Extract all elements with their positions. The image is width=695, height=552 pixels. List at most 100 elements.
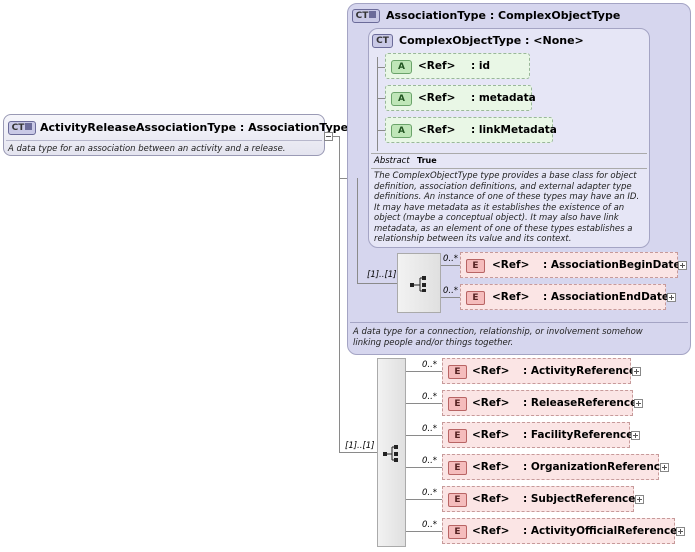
plus-icon xyxy=(369,11,377,18)
element-icon: E xyxy=(448,525,467,539)
complex-type-icon: CT xyxy=(352,9,380,23)
element-icon: E xyxy=(466,259,485,273)
association-type-title: AssociationType : ComplexObjectType xyxy=(386,9,621,22)
ct-badge-label: CT xyxy=(376,36,389,46)
ref-label: <Ref> xyxy=(472,525,510,537)
divider xyxy=(350,322,688,323)
cardinality-label: 0..* xyxy=(422,392,438,402)
ct-badge-label: CT xyxy=(11,123,25,133)
element-activity-reference[interactable]: E <Ref> : ActivityReference xyxy=(442,358,636,384)
ref-label: <Ref> xyxy=(472,429,510,441)
element-name: : ActivityOfficialReference xyxy=(523,525,678,537)
element-name: : AssociationBeginDate xyxy=(543,259,681,271)
element-subject-reference[interactable]: E <Ref> : SubjectReference xyxy=(442,486,636,512)
element-icon: E xyxy=(448,429,467,443)
ref-label: <Ref> xyxy=(472,461,510,473)
main-type-box[interactable]: CT ActivityReleaseAssociationType : Asso… xyxy=(3,114,348,156)
sequence-icon xyxy=(383,445,398,462)
cardinality-label: [1]..[1] xyxy=(345,441,375,451)
connector-line xyxy=(339,136,340,452)
connector-line xyxy=(406,403,442,404)
element-name: : AssociationEndDate xyxy=(543,291,670,303)
element-icon: E xyxy=(466,291,485,305)
ref-label: <Ref> xyxy=(418,60,456,72)
connector-line xyxy=(339,452,377,453)
connector-line xyxy=(406,435,442,436)
ref-label: <Ref> xyxy=(492,291,530,303)
expand-toggle[interactable] xyxy=(660,463,669,472)
ref-label: <Ref> xyxy=(418,124,456,136)
expand-toggle[interactable] xyxy=(634,399,643,408)
divider xyxy=(6,140,322,141)
expand-toggle[interactable] xyxy=(631,431,640,440)
attribute-id[interactable]: A <Ref> : id xyxy=(385,53,530,79)
attribute-name: : id xyxy=(471,60,490,72)
connector-line xyxy=(406,499,442,500)
ref-label: <Ref> xyxy=(492,259,530,271)
plus-icon xyxy=(25,123,33,130)
element-icon: E xyxy=(448,461,467,475)
expand-toggle[interactable] xyxy=(667,293,676,302)
connector-line xyxy=(406,371,442,372)
main-type-title: ActivityReleaseAssociationType : Associa… xyxy=(40,121,349,134)
complex-type-icon: CT xyxy=(372,34,393,48)
element-icon: E xyxy=(448,397,467,411)
collapse-toggle[interactable] xyxy=(324,132,333,141)
cardinality-label: [1]..[1] xyxy=(367,270,397,280)
attribute-linkmetadata[interactable]: A <Ref> : linkMetadata xyxy=(385,117,557,143)
connector-line xyxy=(441,265,460,266)
connector-line xyxy=(333,136,340,137)
connector-line xyxy=(406,467,442,468)
main-type-description: A data type for an association between a… xyxy=(8,144,286,154)
expand-toggle[interactable] xyxy=(676,527,685,536)
ct-badge-label: CT xyxy=(355,11,369,21)
connector-line xyxy=(441,297,460,298)
ref-label: <Ref> xyxy=(472,493,510,505)
expand-toggle[interactable] xyxy=(678,261,687,270)
element-association-begin-date[interactable]: E <Ref> : AssociationBeginDate xyxy=(460,252,681,278)
complex-type-icon: CT xyxy=(8,121,36,135)
attribute-metadata[interactable]: A <Ref> : metadata xyxy=(385,85,536,111)
sequence-icon xyxy=(410,276,426,292)
element-organization-reference[interactable]: E <Ref> : OrganizationReference xyxy=(442,454,667,480)
element-name: : ActivityReference xyxy=(523,365,637,377)
expand-toggle[interactable] xyxy=(632,367,641,376)
ref-label: <Ref> xyxy=(472,397,510,409)
element-name: : ReleaseReference xyxy=(523,397,638,409)
element-release-reference[interactable]: E <Ref> : ReleaseReference xyxy=(442,390,637,416)
cardinality-label: 0..* xyxy=(443,286,459,296)
complex-object-type-description: The ComplexObjectType type provides a ba… xyxy=(374,171,640,244)
cardinality-label: 0..* xyxy=(422,360,438,370)
connector-line xyxy=(377,57,378,151)
element-name: : OrganizationReference xyxy=(523,461,668,473)
element-icon: E xyxy=(448,493,467,507)
abstract-label: Abstract xyxy=(374,156,410,166)
element-icon: E xyxy=(448,365,467,379)
divider xyxy=(371,153,647,154)
attribute-icon: A xyxy=(391,60,412,74)
cardinality-label: 0..* xyxy=(422,488,438,498)
element-facility-reference[interactable]: E <Ref> : FacilityReference xyxy=(442,422,634,448)
element-name: : FacilityReference xyxy=(523,429,634,441)
ref-label: <Ref> xyxy=(472,365,510,377)
abstract-value: True xyxy=(417,156,437,165)
connector-line xyxy=(339,178,347,179)
connector-line xyxy=(377,67,385,68)
element-name: : SubjectReference xyxy=(523,493,636,505)
attribute-icon: A xyxy=(391,124,412,138)
complex-object-type-title: ComplexObjectType : <None> xyxy=(399,34,584,47)
connector-line xyxy=(377,130,385,131)
connector-line xyxy=(406,531,442,532)
connector-line xyxy=(357,283,397,284)
sequence-compositor[interactable] xyxy=(397,253,441,313)
divider xyxy=(371,168,647,169)
expand-toggle[interactable] xyxy=(635,495,644,504)
connector-line xyxy=(377,98,385,99)
cardinality-label: 0..* xyxy=(443,254,459,264)
attribute-name: : metadata xyxy=(471,92,536,104)
ref-label: <Ref> xyxy=(418,92,456,104)
cardinality-label: 0..* xyxy=(422,456,438,466)
element-association-end-date[interactable]: E <Ref> : AssociationEndDate xyxy=(460,284,670,310)
sequence-compositor[interactable] xyxy=(377,358,406,547)
element-activity-official-reference[interactable]: E <Ref> : ActivityOfficialReference xyxy=(442,518,678,544)
